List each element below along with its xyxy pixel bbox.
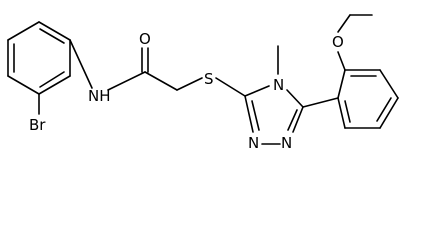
bond — [244, 95, 254, 133]
molecule-canvas: O NH Br S N N N O — [7, 14, 399, 152]
bond-triazole-aryl — [302, 97, 339, 108]
bond — [7, 75, 40, 95]
double-bond-inner — [287, 109, 298, 131]
double-bond-inner — [39, 71, 65, 88]
atom-o-methoxy: O — [332, 33, 344, 51]
double-bond-inner — [39, 28, 65, 44]
atom-o-carbonyl: O — [139, 30, 151, 48]
bond — [38, 75, 71, 95]
bond-ch2-s — [176, 77, 203, 91]
double-bond-inner — [344, 100, 351, 123]
atom-br: Br — [29, 116, 46, 134]
bond — [244, 85, 270, 97]
bromophenyl-ring — [7, 21, 71, 95]
double-bond-inner — [251, 100, 260, 131]
triazole-ring — [244, 85, 304, 145]
bond — [337, 69, 346, 99]
bond-carbonyl-ch2 — [144, 71, 178, 91]
bond-nh-carbonyl — [107, 71, 146, 91]
bond-s-c3 — [215, 77, 246, 97]
bond-o-methyl — [337, 14, 351, 33]
atom-s: S — [204, 70, 214, 88]
bond — [286, 89, 304, 108]
bond-c-nh — [69, 39, 93, 89]
atom-n-lower-right: N — [281, 134, 292, 152]
bond — [379, 97, 399, 129]
bond-aryl-o — [337, 51, 346, 71]
bond — [379, 69, 399, 99]
bond — [38, 21, 71, 41]
atom-n-methyl: N — [273, 76, 284, 94]
atom-n-lower-left: N — [248, 134, 259, 152]
double-bond-inner — [376, 97, 392, 122]
bond — [292, 106, 304, 133]
bond — [337, 97, 346, 129]
bond — [7, 21, 40, 41]
atom-nh-amide: NH — [88, 87, 111, 105]
methoxyphenyl-ring — [337, 69, 399, 129]
structure-diagram: O NH Br S N N N O — [7, 14, 399, 152]
